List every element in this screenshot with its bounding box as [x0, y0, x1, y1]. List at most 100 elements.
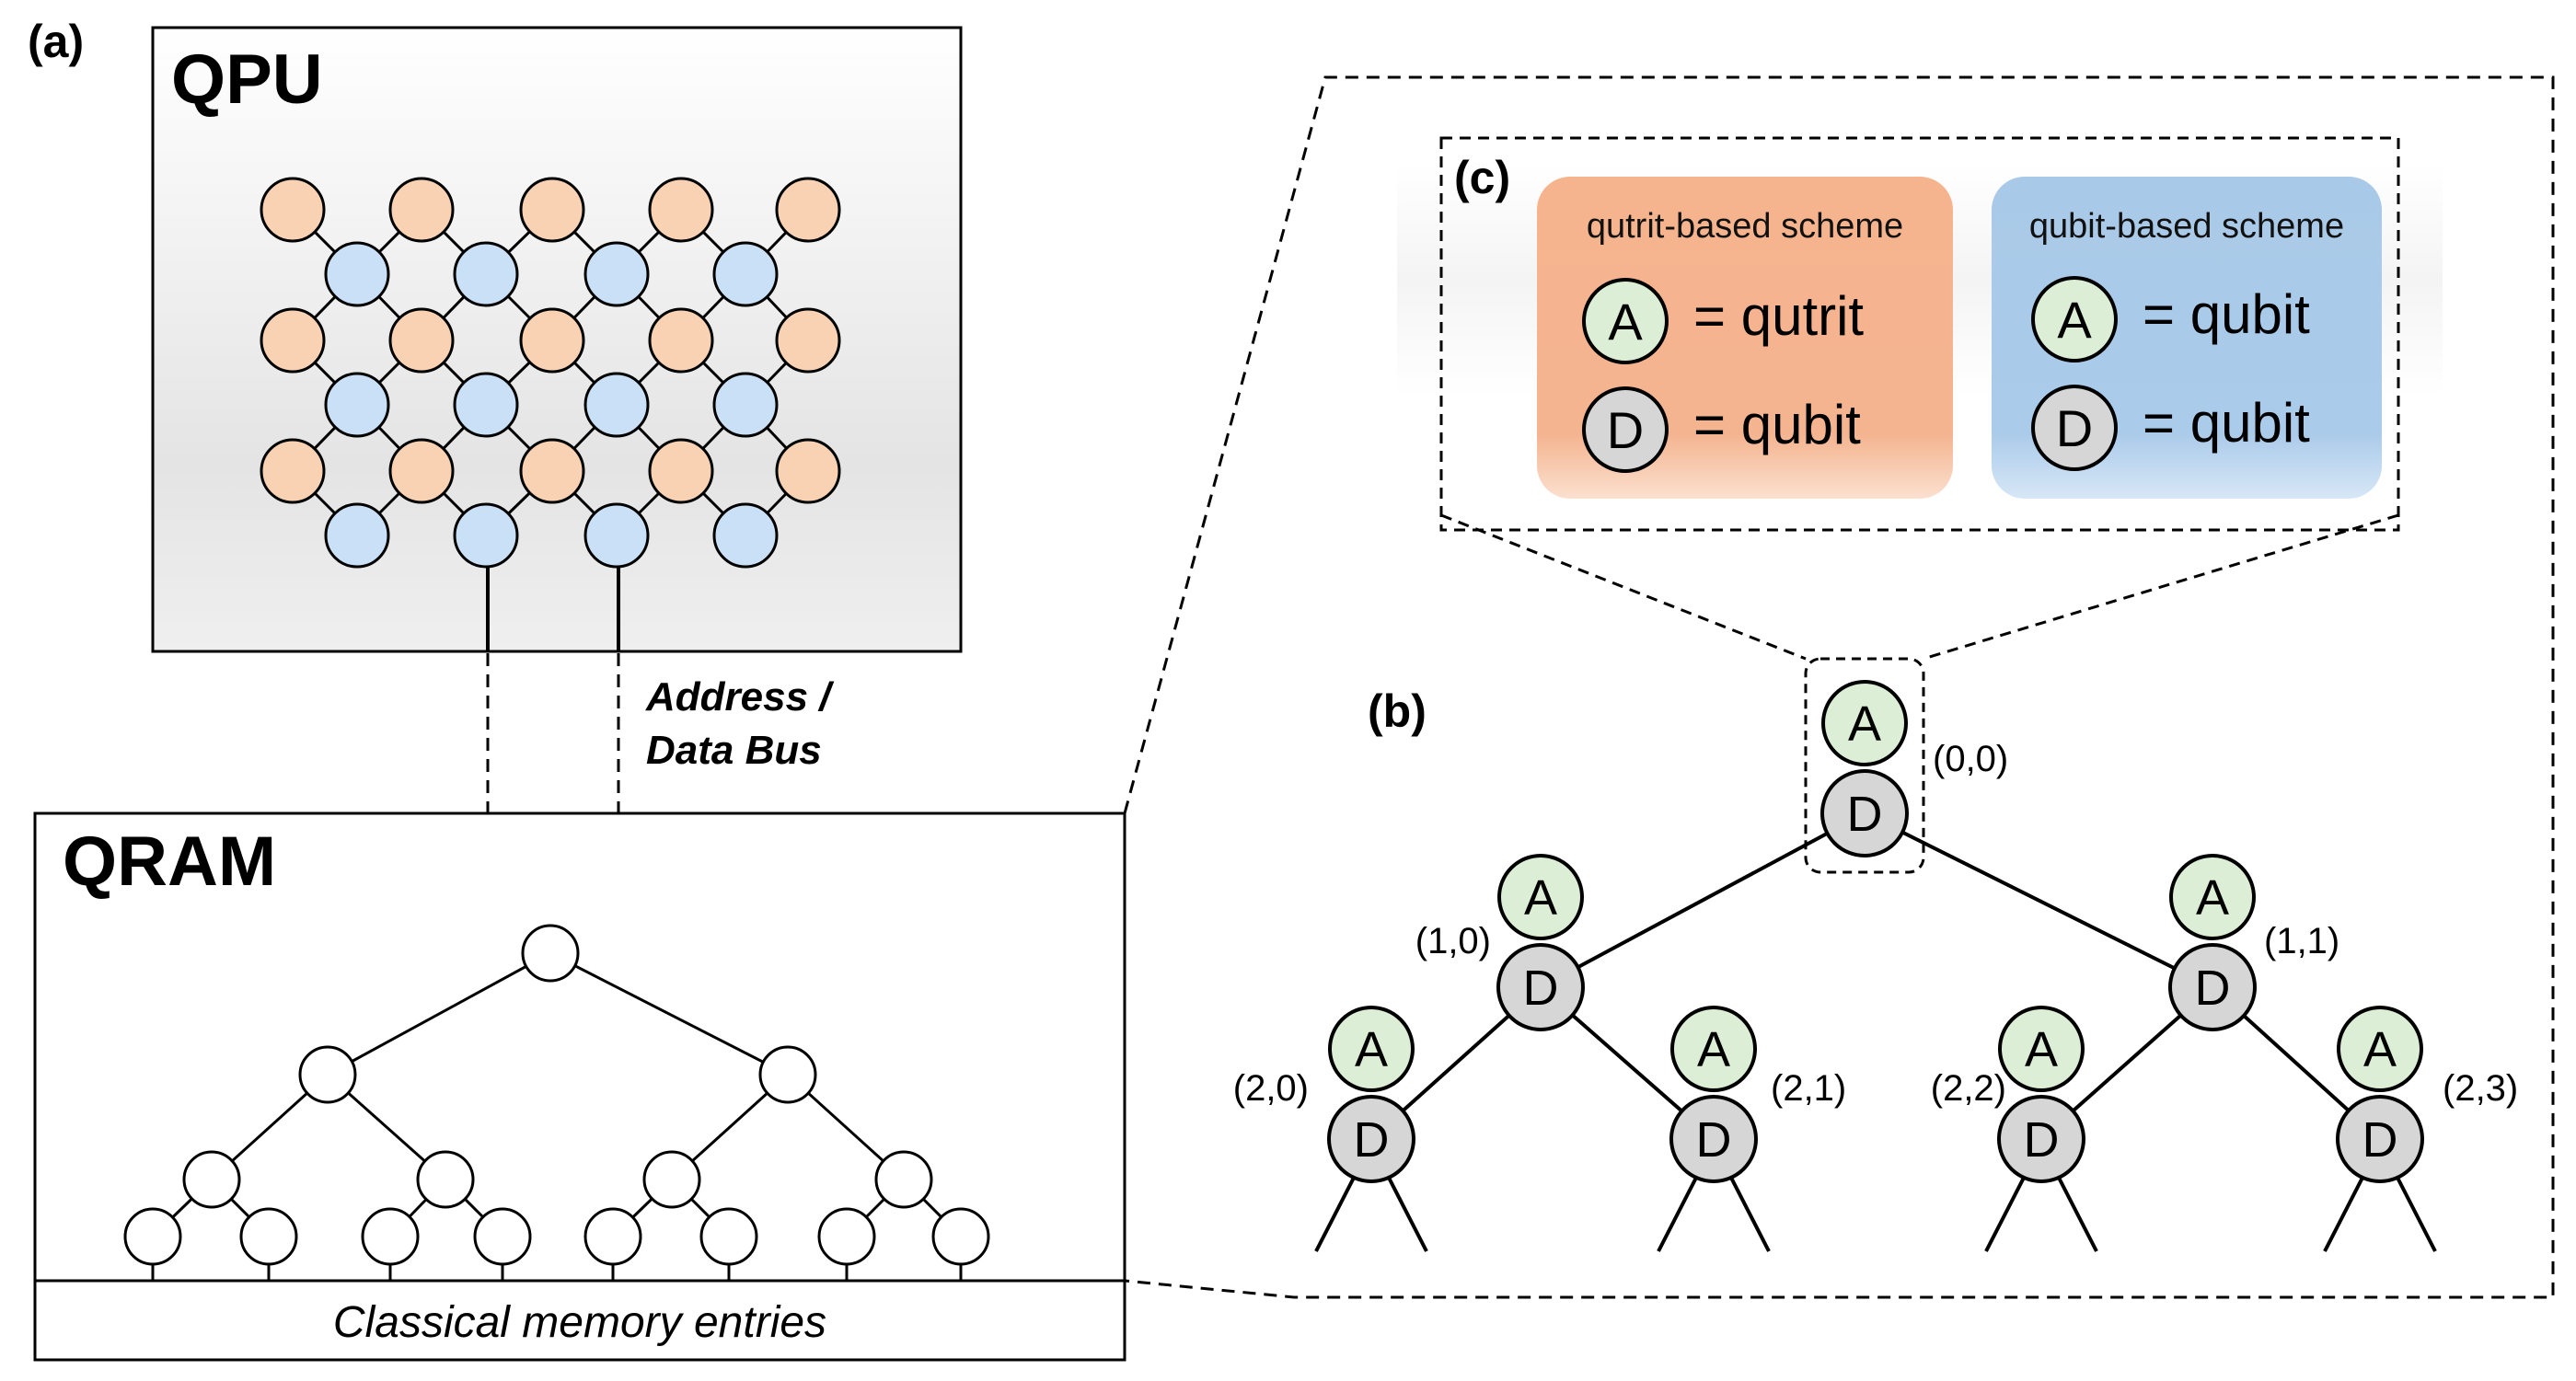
- data-qubit-circle: [1820, 769, 1909, 857]
- qubit-scheme-title: qubit-based scheme: [2029, 207, 2344, 246]
- router-coordinate-label: (2,2): [1931, 1068, 2006, 1109]
- qutrit-scheme-title: qutrit-based scheme: [1587, 207, 1903, 246]
- memory-entries-label: Classical memory entries: [333, 1298, 826, 1347]
- panel-label-a: (a): [28, 16, 84, 67]
- data-qubit-letter: D: [2362, 1112, 2398, 1168]
- router-tree-edges: [1314, 811, 2437, 1252]
- qubit-scheme-box: qubit-based scheme A = qubit D = qubit: [1992, 177, 2382, 499]
- legend-address-letter: A: [1608, 293, 1643, 351]
- qram-router-node: [931, 1207, 990, 1266]
- address-qudit-circle: [1328, 1006, 1415, 1092]
- qram-router-node: [521, 924, 580, 983]
- qpu-qubit-node: [583, 372, 650, 438]
- qubit-address-legend: A: [2031, 276, 2118, 363]
- router-coordinate-label: (2,3): [2443, 1068, 2518, 1109]
- qpu-qubit-node: [712, 502, 779, 569]
- qram-router-node: [642, 1150, 701, 1209]
- data-qubit-circle: [2168, 943, 2257, 1031]
- data-qubit-circle: [1327, 1095, 1415, 1183]
- router-node: DA(1,0): [1415, 854, 1585, 1031]
- qram-router-node: [182, 1150, 241, 1209]
- qutrit-address-equation: = qutrit: [1693, 285, 1864, 347]
- qram-router-node: [361, 1207, 420, 1266]
- data-qubit-letter: D: [1696, 1112, 1732, 1168]
- qpu-qubit-node: [324, 502, 390, 569]
- data-qubit-circle: [1496, 943, 1585, 1031]
- qram-router-node: [123, 1207, 182, 1266]
- bus-label-line2: Data Bus: [646, 728, 822, 773]
- address-qudit-circle: [1497, 854, 1584, 940]
- address-qudit-circle: [1821, 680, 1908, 766]
- qram-router-node: [416, 1150, 475, 1209]
- data-qubit-letter: D: [1354, 1112, 1390, 1168]
- root-node-highlight: [1804, 657, 1925, 874]
- router-node: DA (2,0): [1233, 1006, 1415, 1183]
- router-node: DA (2,3): [2336, 1006, 2518, 1183]
- data-qubit-circle: [2336, 1095, 2424, 1183]
- data-qubit-letter: D: [2024, 1112, 2060, 1168]
- qpu-qutrit-node: [648, 177, 714, 243]
- qpu-qutrit-node: [260, 177, 326, 243]
- router-node: DA(0,0): [1820, 680, 2008, 857]
- qpu-qutrit-node: [388, 438, 455, 504]
- qpu-qutrit-node: [775, 438, 841, 504]
- qpu-qutrit-node: [775, 307, 841, 374]
- qram-title: QRAM: [63, 823, 276, 901]
- qram-router-node: [583, 1207, 642, 1266]
- qram-router-node: [874, 1150, 933, 1209]
- qram-box: QRAM Classical memory entries: [33, 811, 1126, 1362]
- address-qudit-circle: [1998, 1006, 2085, 1092]
- data-qubit-letter: D: [2195, 961, 2231, 1016]
- address-qudit-letter: A: [1524, 870, 1557, 926]
- qram-router-node: [473, 1207, 532, 1266]
- address-qudit-letter: A: [1697, 1022, 1730, 1077]
- qram-router-node: [817, 1207, 876, 1266]
- router-node: DA (1,1): [2168, 854, 2339, 1031]
- data-qubit-circle: [1997, 1095, 2085, 1183]
- qpu-title: QPU: [171, 40, 323, 119]
- router-node: DA (2,2): [1931, 1006, 2085, 1183]
- legend-address-letter: A: [2057, 291, 2092, 349]
- address-qudit-letter: A: [2025, 1022, 2058, 1077]
- address-qudit-letter: A: [2196, 870, 2229, 926]
- qutrit-data-equation: = qubit: [1693, 394, 1861, 455]
- panel-label-b: (b): [1368, 685, 1427, 737]
- qpu-qubit-node: [453, 502, 519, 569]
- address-data-bus: [486, 653, 620, 925]
- qutrit-data-legend: D: [1582, 386, 1669, 473]
- qram-router-node: [699, 1207, 758, 1266]
- legend-data-letter: D: [1607, 401, 1644, 459]
- qpu-qubit-node: [453, 372, 519, 438]
- qpu-qubit-node: [324, 372, 390, 438]
- qpu-box: QPU: [151, 26, 963, 653]
- zoom-callout: [1123, 75, 2555, 1299]
- qpu-qubit-node: [712, 372, 779, 438]
- qpu-qubit-node: [712, 241, 779, 307]
- qpu-qutrit-node: [388, 307, 455, 374]
- qpu-qutrit-node: [648, 438, 714, 504]
- qpu-qutrit-node: [648, 307, 714, 374]
- qubit-data-equation: = qubit: [2143, 392, 2310, 454]
- qutrit-address-legend: A: [1582, 278, 1669, 364]
- qram-router-node: [298, 1045, 357, 1104]
- scheme-callout: [1439, 136, 2400, 661]
- legend-data-letter: D: [2056, 399, 2093, 457]
- address-qudit-letter: A: [1848, 696, 1881, 752]
- panel-label-c: (c): [1454, 152, 1510, 203]
- qram-binary-tree: [123, 924, 990, 1281]
- qpu-qutrit-node: [519, 307, 585, 374]
- qpu-qutrit-node: [260, 307, 326, 374]
- router-coordinate-label: (1,1): [2264, 921, 2339, 961]
- router-tree-nodes: DA(0,0)DA(1,0)DA(1,1)DA(2,0)DA(2,1)DA(2,…: [1233, 680, 2518, 1183]
- qpu-qutrit-node: [775, 177, 841, 243]
- qpu-qutrit-node: [519, 177, 585, 243]
- address-qudit-letter: A: [2363, 1022, 2397, 1077]
- qpu-qutrit-node: [260, 438, 326, 504]
- address-qudit-circle: [2337, 1006, 2423, 1092]
- qubit-address-equation: = qubit: [2143, 283, 2310, 345]
- data-qubit-letter: D: [1847, 787, 1883, 842]
- router-coordinate-label: (2,0): [1233, 1068, 1309, 1109]
- address-qudit-letter: A: [1355, 1022, 1388, 1077]
- router-coordinate-label: (1,0): [1415, 921, 1491, 961]
